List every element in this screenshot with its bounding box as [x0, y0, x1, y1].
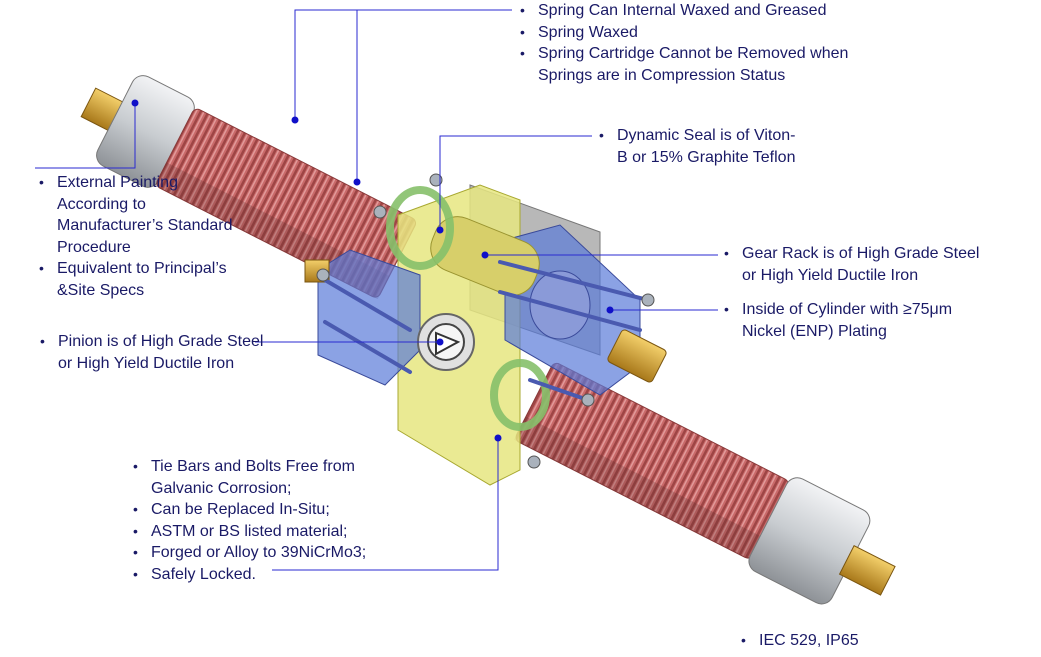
callout-text: Tie Bars and Bolts Free from	[151, 458, 355, 475]
callout-bullet: Gear Rack is of High Grade Steel or High …	[722, 243, 979, 286]
callout-text: Pinion is of High Grade Steel	[58, 333, 264, 350]
right-piston	[529, 270, 591, 340]
leader-dots	[131, 99, 614, 442]
tie-bar	[323, 278, 412, 332]
callout-bullet: IEC 529, IP65	[739, 630, 859, 652]
callout-gear-rack: Gear Rack is of High Grade Steel or High …	[722, 243, 979, 286]
tie-bar	[498, 290, 642, 332]
leader-dot	[481, 251, 489, 259]
leader-dot	[131, 99, 139, 107]
tie-bar	[498, 260, 650, 302]
right-seal-ring	[490, 359, 550, 431]
blue-left-cylinder	[317, 249, 421, 386]
leader-dynamic-seal	[439, 135, 592, 230]
left-seal-ring	[386, 186, 454, 270]
callout-text: Spring Cartridge Cannot be Removed when	[538, 45, 849, 62]
callout-bullet: Pinion is of High Grade Steel or High Yie…	[38, 331, 263, 374]
callout-bullet: Dynamic Seal is of Viton- B or 15% Graphi…	[597, 125, 795, 168]
bolt	[316, 268, 330, 282]
callout-text: Inside of Cylinder with ≥75μm	[742, 301, 953, 318]
bolt	[527, 455, 541, 469]
callout-text: Procedure	[57, 238, 131, 256]
callout-text: Galvanic Corrosion;	[151, 479, 292, 497]
tie-bar	[528, 378, 590, 402]
callout-text: ASTM or BS listed material;	[151, 522, 348, 540]
callout-bullet: Spring Cartridge Cannot be Removed whenS…	[518, 43, 848, 86]
callout-text: &Site Specs	[57, 281, 145, 299]
leader-dot	[436, 338, 444, 346]
lower-spring-can	[514, 362, 896, 605]
callout-text: External Painting	[57, 174, 178, 191]
callout-text: IEC 529, IP65	[759, 632, 859, 649]
callout-pinion: Pinion is of High Grade Steel or High Yie…	[38, 331, 263, 374]
callout-bullet: Safely Locked.	[131, 564, 366, 586]
callout-text: B or 15% Graphite Teflon	[617, 148, 796, 166]
right-shaft-stub	[607, 329, 667, 383]
pinion-triangle-icon	[435, 331, 461, 356]
bolt	[429, 173, 443, 187]
callout-text: Forged or Alloy to 39NiCrMo3;	[151, 544, 367, 561]
callout-dynamic-seal: Dynamic Seal is of Viton- B or 15% Graphi…	[597, 125, 795, 168]
bolt	[581, 393, 595, 407]
callout-spring-can: Spring Can Internal Waxed and GreasedSpr…	[518, 0, 848, 86]
callout-text: Gear Rack is of High Grade Steel	[742, 245, 980, 262]
callout-text: Dynamic Seal is of Viton-	[617, 127, 796, 144]
leader-dot	[606, 306, 614, 314]
tie-bar-bolts	[316, 173, 655, 469]
callout-text: or High Yield Ductile Iron	[742, 266, 919, 284]
callout-text: or High Yield Ductile Iron	[58, 354, 235, 372]
leader-painting	[35, 103, 136, 169]
callout-bullet: Equivalent to Principal’s&Site Specs	[37, 258, 233, 301]
callout-rating: IEC 529, IP65	[739, 630, 859, 652]
bolt	[373, 205, 387, 219]
leader-dot	[494, 434, 502, 442]
callout-bullet: ASTM or BS listed material;	[131, 521, 366, 543]
callout-text: Spring Can Internal Waxed and Greased	[538, 2, 827, 19]
callout-text: According to	[57, 195, 146, 213]
callout-text: Manufacturer’s Standard	[57, 217, 233, 234]
tie-bar	[323, 320, 412, 374]
central-housing	[304, 173, 667, 486]
callout-bullet: Spring Can Internal Waxed and Greased	[518, 0, 848, 22]
callout-text: Can be Replaced In-Situ;	[151, 501, 330, 518]
callout-text: Nickel (ENP) Plating	[742, 322, 887, 340]
leader-spring-can	[294, 9, 512, 120]
callout-text: Springs are in Compression Status	[538, 66, 786, 84]
callout-bullet: Can be Replaced In-Situ;	[131, 499, 366, 521]
leader-dot	[436, 226, 444, 234]
callout-bullet: Spring Waxed	[518, 22, 848, 44]
bolt	[641, 293, 655, 307]
lower-shaft-end	[838, 544, 896, 596]
tie-bars	[323, 260, 650, 402]
callout-bullet: Forged or Alloy to 39NiCrMo3;	[131, 542, 366, 564]
leader-dot	[291, 116, 299, 124]
callout-text: Safely Locked.	[151, 565, 256, 583]
leader-dot	[353, 178, 361, 186]
callout-text: Equivalent to Principal’s	[57, 260, 227, 277]
callout-text: Spring Waxed	[538, 23, 638, 41]
lower-spring-shade	[514, 416, 763, 561]
